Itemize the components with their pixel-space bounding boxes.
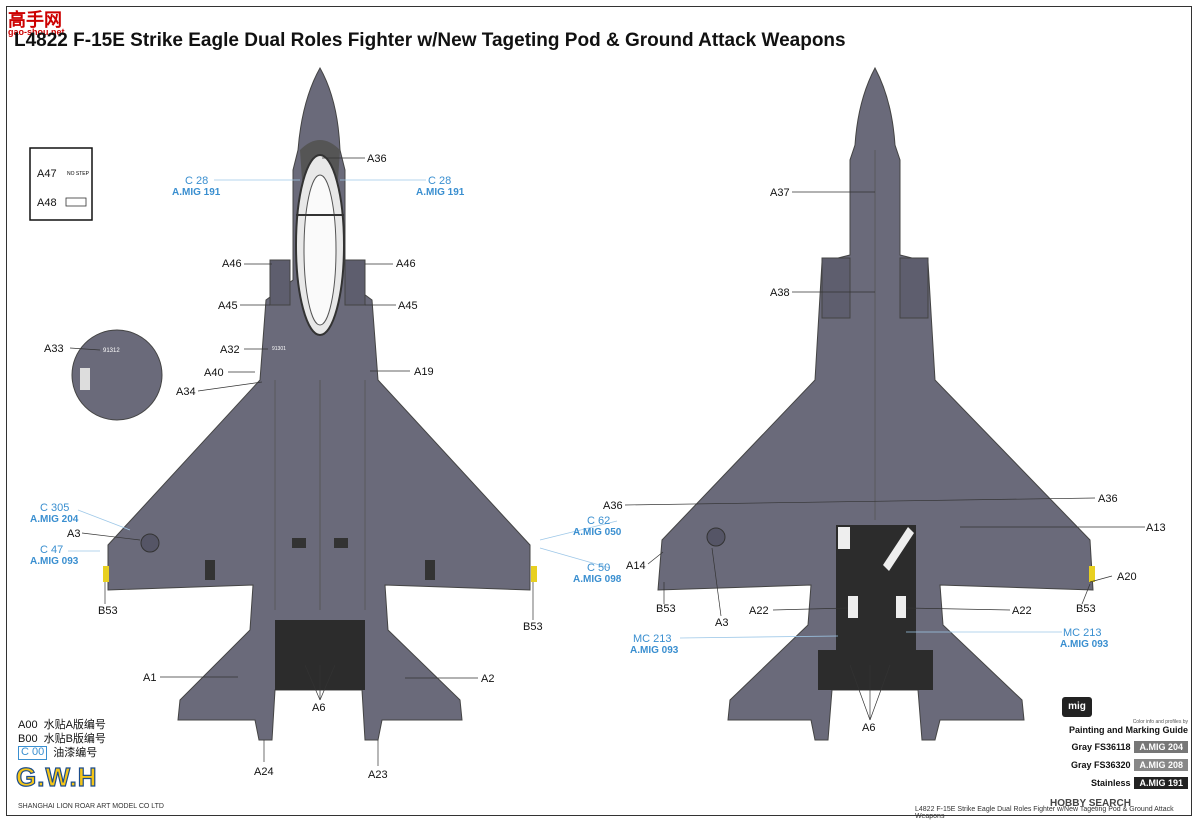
label-a2: A2 — [481, 673, 494, 685]
legend: A00 水贴A版编号 B00 水贴B版编号 C 00 油漆编号 — [18, 718, 106, 760]
decal-inset-box — [29, 147, 93, 221]
serial-on-aircraft: 91301 — [272, 346, 286, 352]
label-a34: A34 — [176, 386, 196, 398]
color-c305: C 305 — [40, 502, 69, 514]
guide-subtitle: Color info and profiles by — [1132, 719, 1188, 725]
guide-heading: Painting and Marking Guide — [1068, 725, 1188, 735]
paint-name: Gray FS36118 — [1071, 742, 1131, 752]
label-a24: A24 — [254, 766, 274, 778]
painting-guide: Color info and profiles by Painting and … — [1040, 700, 1188, 789]
color-mig050: A.MIG 050 — [573, 527, 622, 538]
label-a46-left: A46 — [222, 258, 242, 270]
footer-title: L4822 F-15E Strike Eagle Dual Roles Figh… — [915, 806, 1174, 820]
paint-name: Stainless — [1090, 778, 1131, 788]
color-c50: C 50 — [587, 562, 610, 574]
label-a22-right: A22 — [1012, 605, 1032, 617]
hobby-search-watermark: HOBBY SEARCH — [1050, 798, 1131, 809]
color-mig093-bottom-right: A.MIG 093 — [1060, 639, 1109, 650]
label-a19: A19 — [414, 366, 434, 378]
page-title: L4822 F-15E Strike Eagle Dual Roles Figh… — [14, 30, 846, 51]
label-a1: A1 — [143, 672, 156, 684]
legend-b00-text: 水贴B版编号 — [43, 733, 106, 745]
label-b53-right: B53 — [523, 621, 543, 633]
label-a13: A13 — [1146, 522, 1166, 534]
label-a37: A37 — [770, 187, 790, 199]
label-a3: A3 — [67, 528, 80, 540]
label-a36: A36 — [367, 153, 387, 165]
legend-c00-text: 油漆编号 — [53, 747, 98, 759]
paint-row: Stainless A.MIG 191 — [1040, 777, 1188, 789]
paint-name: Gray FS36320 — [1070, 760, 1131, 770]
paint-code: A.MIG 204 — [1134, 741, 1188, 753]
label-a6-bottom: A6 — [862, 722, 875, 734]
color-mig204: A.MIG 204 — [30, 514, 79, 525]
paint-row: Gray FS36118 A.MIG 204 — [1040, 741, 1188, 753]
color-mig191-right: A.MIG 191 — [416, 187, 465, 198]
color-mig093: A.MIG 093 — [30, 556, 79, 567]
label-a36-bottom-right: A36 — [1098, 493, 1118, 505]
color-mc213-right: MC 213 — [1063, 627, 1102, 639]
inset-stencil-icon — [65, 197, 87, 207]
label-b53-bottom-right: B53 — [1076, 603, 1096, 615]
label-b53-bottom-left: B53 — [656, 603, 676, 615]
label-a6: A6 — [312, 702, 325, 714]
color-mig098: A.MIG 098 — [573, 574, 622, 585]
label-a32: A32 — [220, 344, 240, 356]
legend-c00: C 00 — [18, 746, 48, 760]
brand-logo: G.W.H — [15, 761, 98, 792]
color-mig191-left: A.MIG 191 — [172, 187, 221, 198]
inset-no-step: NO STEP — [67, 171, 90, 177]
mig-logo: mig — [1062, 697, 1092, 717]
label-a40: A40 — [204, 367, 224, 379]
paint-code: A.MIG 191 — [1134, 777, 1188, 789]
inset-a47: A47 — [37, 168, 57, 180]
legend-a00-text: 水贴A版编号 — [43, 719, 106, 731]
serial-closeup: 91312 — [103, 348, 120, 354]
label-a45-left: A45 — [218, 300, 238, 312]
color-c28-right: C 28 — [428, 175, 451, 187]
watermark-url: gao-shou.net — [8, 27, 65, 37]
color-c47: C 47 — [40, 544, 63, 556]
page-frame — [6, 6, 1192, 816]
label-a38: A38 — [770, 287, 790, 299]
top-view-aircraft — [103, 66, 537, 741]
label-a45-right: A45 — [398, 300, 418, 312]
label-b53-left: B53 — [98, 605, 118, 617]
color-c28-left: C 28 — [185, 175, 208, 187]
label-a36-bottom-left: A36 — [603, 500, 623, 512]
paint-code: A.MIG 208 — [1134, 759, 1188, 771]
inset-a48: A48 — [37, 197, 57, 209]
label-a3-bottom: A3 — [715, 617, 728, 629]
label-a14: A14 — [626, 560, 646, 572]
bottom-view-aircraft — [657, 66, 1095, 741]
color-mig093-bottom-left: A.MIG 093 — [630, 645, 679, 656]
label-a46-right: A46 — [396, 258, 416, 270]
label-a33: A33 — [44, 343, 64, 355]
watermark-logo: 高手网 — [8, 10, 62, 30]
paint-row: Gray FS36320 A.MIG 208 — [1040, 759, 1188, 771]
legend-b00: B00 — [18, 733, 38, 745]
label-a23: A23 — [368, 769, 388, 781]
legend-a00: A00 — [18, 719, 38, 731]
label-a22-left: A22 — [749, 605, 769, 617]
color-mc213-left: MC 213 — [633, 633, 672, 645]
label-a20: A20 — [1117, 571, 1137, 583]
color-c62: C 62 — [587, 515, 610, 527]
footer-company: SHANGHAI LION ROAR ART MODEL CO LTD — [18, 803, 164, 810]
